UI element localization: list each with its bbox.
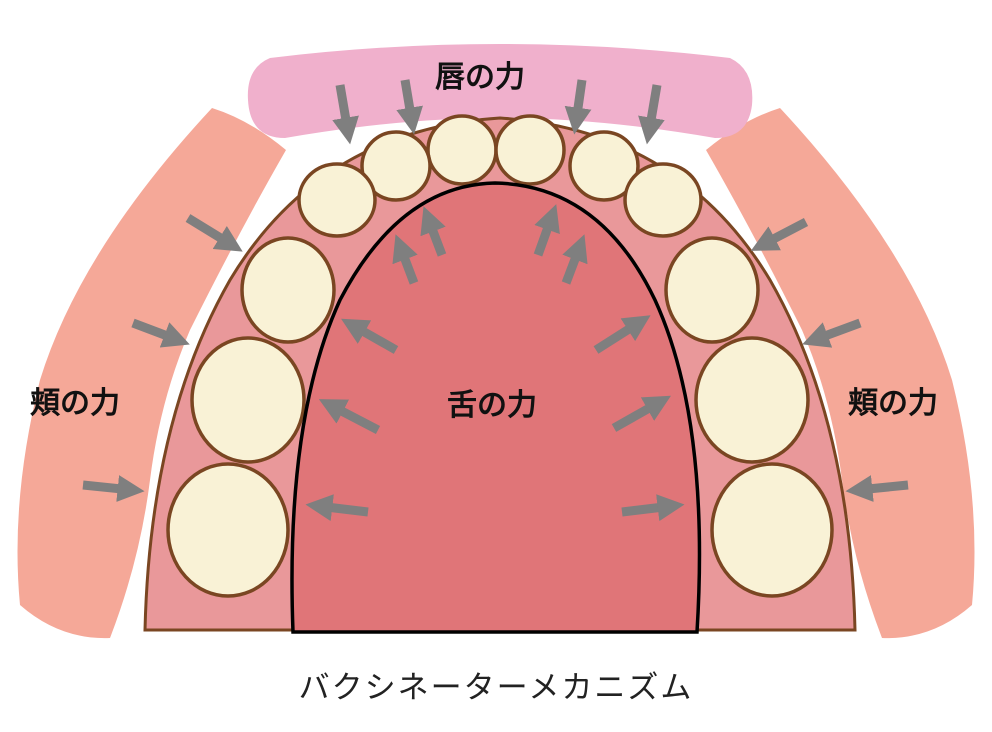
tooth (623, 162, 703, 238)
tooth (568, 130, 640, 202)
tooth (166, 462, 290, 598)
lip-force-arrow (332, 84, 359, 145)
lip-force-arrow (638, 84, 665, 145)
tongue-force-arrow (420, 206, 447, 257)
cheek-force-arrow (750, 218, 809, 251)
tongue-force-arrow (305, 494, 369, 522)
tooth (360, 130, 432, 202)
lip-force-arrow (396, 79, 423, 135)
tongue-force-arrow (392, 234, 419, 285)
cheek-force-label-right: 頬の力 (848, 386, 938, 421)
cheek-force-arrow (845, 475, 909, 503)
tooth (664, 236, 760, 344)
lip-band (247, 44, 753, 138)
tongue (290, 181, 702, 634)
tooth (710, 462, 834, 598)
diagram-caption: バクシネーターメカニズム (298, 670, 694, 706)
tooth (494, 114, 566, 186)
cheek-force-arrow (82, 475, 145, 502)
cheek-force-arrow (802, 318, 862, 348)
tooth (297, 162, 377, 238)
tongue-force-arrow (561, 234, 588, 285)
cheek-force-arrow (185, 214, 243, 252)
tooth (240, 236, 336, 344)
tongue-force-arrow (318, 399, 381, 434)
tongue-force-label: 舌の力 (447, 388, 537, 423)
tongue-force-arrow (611, 395, 671, 432)
tooth (426, 114, 498, 186)
cheek-force-label-left: 頬の力 (30, 386, 120, 421)
lip-force-label: 唇の力 (435, 60, 525, 95)
tongue-force-arrow (533, 204, 560, 257)
tooth (190, 336, 306, 464)
lip-force-arrow (564, 79, 592, 135)
cheek-force-arrow (131, 318, 190, 348)
force-arrows (82, 79, 909, 522)
tooth (694, 336, 810, 464)
teeth (166, 114, 834, 598)
tongue-force-arrow (593, 315, 651, 354)
tongue-force-arrow (621, 494, 685, 522)
tongue-force-arrow (341, 318, 399, 354)
